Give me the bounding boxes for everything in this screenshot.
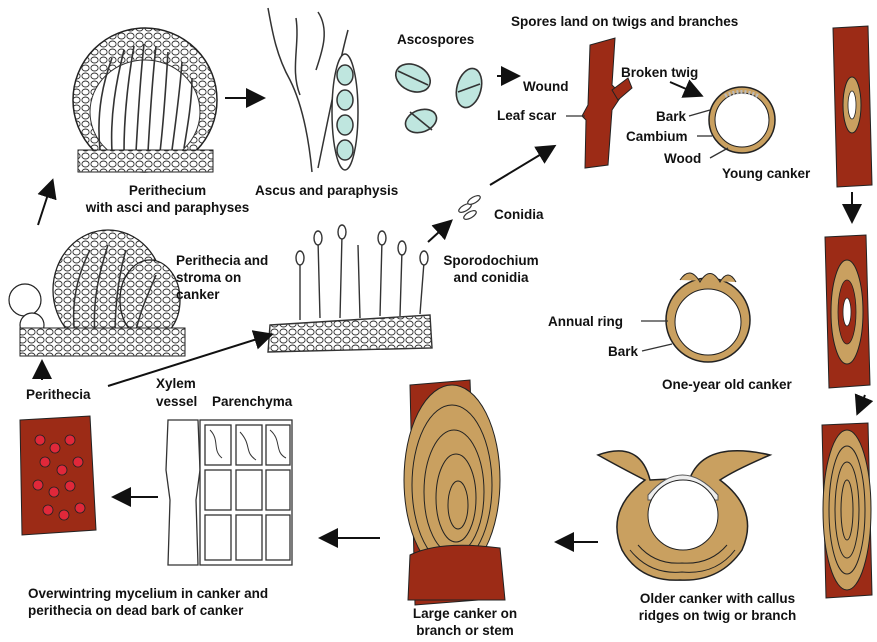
label-ascus-paraphysis: Ascus and paraphysis: [255, 182, 398, 199]
older-canker-cross-section: [598, 451, 770, 580]
label-vessel: vessel: [156, 393, 197, 410]
sporodochium-illustration: [268, 225, 432, 352]
young-canker-branch: [833, 26, 872, 187]
label-wound: Wound: [523, 78, 568, 95]
label-older-canker: Older canker with callus ridges on twig …: [615, 590, 820, 624]
overwintering-bark-illustration: [20, 416, 96, 535]
label-large-line2: branch or stem: [395, 622, 535, 639]
label-stroma-line1: Perithecia and: [176, 252, 268, 269]
ascus-paraphysis-illustration: [268, 8, 358, 172]
xylem-parenchyma-tissue: [166, 420, 292, 565]
arrow-cluster-to-perithecium: [38, 182, 52, 225]
label-overwinter-line2: perithecia on dead bark of canker: [28, 602, 268, 619]
label-stroma-line3: canker: [176, 286, 268, 303]
arrow-sporodochium-to-conidia: [428, 222, 450, 242]
label-wood: Wood: [664, 150, 701, 167]
arrow-broken-twig: [670, 82, 700, 95]
label-older-line2: ridges on twig or branch: [615, 607, 820, 624]
perithecia-cluster-illustration: [9, 230, 185, 356]
arrow-down-one-year: [858, 395, 865, 412]
label-young-canker: Young canker: [722, 165, 810, 182]
label-one-year-canker: One-year old canker: [662, 376, 792, 393]
young-canker-cross-section: [709, 87, 775, 153]
ascospores-illustration: [391, 59, 486, 137]
label-sporo-line2: and conidia: [436, 269, 546, 286]
label-ascospores: Ascospores: [397, 31, 474, 48]
label-perithecium-line1: Perithecium: [85, 182, 250, 199]
one-year-canker-branch: [825, 235, 870, 388]
conidia-illustration: [457, 194, 481, 221]
label-perithecium-line2: with asci and paraphyses: [85, 199, 250, 216]
label-sporo-line1: Sporodochium: [436, 252, 546, 269]
label-conidia: Conidia: [494, 206, 544, 223]
label-sporodochium: Sporodochium and conidia: [436, 252, 546, 286]
label-annual-ring: Annual ring: [548, 313, 623, 330]
label-parenchyma: Parenchyma: [212, 393, 292, 410]
label-overwinter-line1: Overwintring mycelium in canker and: [28, 585, 268, 602]
label-stroma: Perithecia and stroma on canker: [176, 252, 268, 303]
label-overwintering: Overwintring mycelium in canker and peri…: [28, 585, 268, 619]
large-canker-stem: [404, 380, 505, 605]
label-broken-twig: Broken twig: [621, 64, 698, 81]
label-cambium: Cambium: [626, 128, 688, 145]
older-canker-branch: [822, 423, 872, 598]
one-year-canker-cross-section: [666, 273, 750, 362]
label-older-line1: Older canker with callus: [615, 590, 820, 607]
label-stroma-line2: stroma on: [176, 269, 268, 286]
label-bark-young: Bark: [656, 108, 686, 125]
wounded-twig-illustration: [582, 38, 632, 168]
label-bark-one-year: Bark: [608, 343, 638, 360]
label-xylem: Xylem: [156, 375, 196, 392]
label-large-line1: Large canker on: [395, 605, 535, 622]
label-spores-land: Spores land on twigs and branches: [511, 13, 738, 30]
arrow-conidia-to-twig: [490, 147, 553, 185]
perithecium-illustration: [73, 28, 217, 172]
label-perithecium: Perithecium with asci and paraphyses: [85, 182, 250, 216]
label-large-canker: Large canker on branch or stem: [395, 605, 535, 639]
label-perithecia: Perithecia: [26, 386, 91, 403]
label-leaf-scar: Leaf scar: [497, 107, 556, 124]
